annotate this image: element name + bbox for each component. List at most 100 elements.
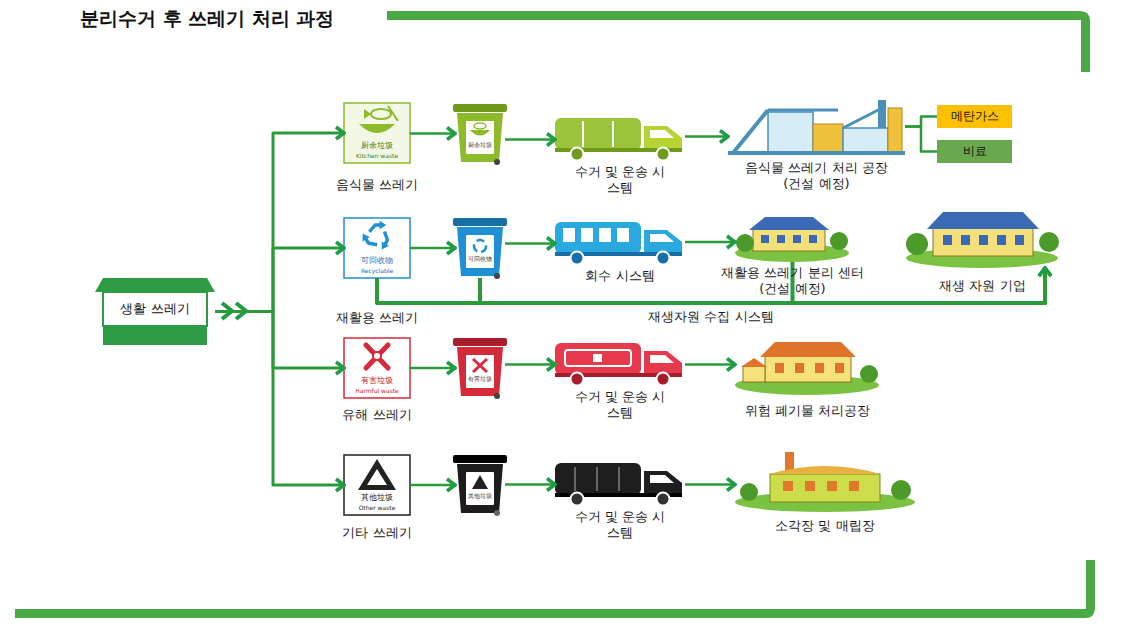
other-sign-icon: [367, 469, 387, 485]
harmful-truck: [644, 351, 682, 375]
recycle-sign-icon: [369, 225, 380, 232]
food-truck: [555, 118, 641, 150]
house-roof: [95, 278, 215, 292]
food-truck: [555, 118, 682, 161]
hazardous-waste-plant: [835, 363, 844, 373]
recycling-enterprise: [979, 235, 988, 245]
recycling-enterprise: [1015, 235, 1024, 245]
sign-subtitle: Kitchen waste: [344, 153, 410, 160]
stage-label: 회수 시스템: [585, 268, 654, 284]
food-bin: [453, 104, 507, 165]
hazardous-waste-plant: [815, 363, 824, 373]
harmful-bin: [453, 338, 507, 346]
harmful-bin: [494, 393, 500, 399]
other-sign-icon: [344, 455, 410, 515]
food-sign-icon: [364, 109, 371, 119]
collection-truck: 수거 및 운송 시스템: [555, 463, 685, 506]
collection-truck: 회수 시스템: [555, 222, 685, 265]
recycle-sign-icon: [380, 221, 387, 230]
waste-bin: 厨余垃圾: [455, 104, 505, 164]
harmful-bin: [473, 359, 487, 372]
harmful-truck: [571, 373, 584, 386]
flow-arrow: [377, 268, 1045, 303]
hazardous-waste-plant: [735, 342, 879, 395]
other-truck: [571, 493, 584, 506]
food-bin: [474, 123, 486, 129]
recycle-sign-icon: [376, 231, 394, 251]
incinerator-landfill: [735, 452, 915, 512]
recycling-center: [809, 235, 817, 243]
recycling-enterprise: [906, 212, 1059, 268]
other-truck: [555, 463, 682, 506]
flow-arrow: [685, 363, 735, 366]
harmful-truck: [565, 350, 631, 366]
other-bin: [494, 510, 500, 516]
recycle-truck: [555, 222, 682, 265]
flow-arrow: [505, 242, 555, 245]
recycling-center: [793, 235, 801, 243]
flow-arrow: [410, 247, 455, 250]
recycle-truck: [617, 228, 629, 242]
incinerator-landfill: [770, 474, 880, 502]
harmful-sign-icon: [344, 338, 410, 398]
food-waste-plant: [768, 112, 813, 153]
hazardous-waste-plant: [860, 365, 878, 383]
recycle-sign-icon: [359, 221, 394, 252]
collection-truck: 수거 및 운송 시스템: [555, 118, 685, 161]
stage-label: 기타 쓰레기: [342, 525, 411, 541]
waste-bin: 可回收物: [455, 218, 505, 278]
recycling-center: [749, 217, 829, 230]
sign-label: 厨余垃圾: [344, 142, 410, 151]
recycle-bin: [457, 227, 503, 276]
stage-label: 음식물 쓰레기 처리 공장 (건설 예정): [737, 160, 897, 191]
harmful-sign-icon: [344, 338, 410, 398]
flow-arrow: [215, 133, 344, 312]
recycling-center: [761, 235, 769, 243]
other-truck: [555, 463, 641, 495]
stage-label: 수거 및 운송 시스템: [574, 509, 666, 540]
line-label: 재생자원 수집 시스템: [645, 309, 776, 325]
recycle-sign-icon: [369, 221, 386, 232]
recycle-sign-icon: [359, 230, 377, 250]
flow-arrow: [410, 484, 455, 487]
hazardous-waste-plant: [760, 342, 856, 357]
recycling-center: [753, 229, 825, 251]
recycle-truck: [644, 230, 682, 254]
frame-bar: [387, 11, 1090, 72]
food-waste-plant: [888, 108, 902, 153]
stage-label: 재활용 쓰레기: [336, 310, 418, 326]
output-box: 메탄가스: [937, 105, 1012, 128]
stage-label: 재활용 쓰레기 분리 센터 (건설 예정): [713, 265, 873, 296]
sign-label: 其他垃圾: [344, 494, 410, 503]
waste-bin: 其他垃圾: [455, 455, 505, 515]
facility: 재활용 쓰레기 분리 센터 (건설 예정): [735, 215, 850, 262]
recycle-truck: [657, 252, 670, 265]
sign-label: 有害垃圾: [344, 377, 410, 386]
flow-arrow: [410, 132, 455, 135]
recycle-sign-icon: [344, 218, 410, 278]
hazardous-waste-plant: [743, 366, 765, 382]
harmful-sign-icon: [366, 345, 388, 368]
flow-arrow: [505, 363, 555, 366]
box-label: 비료: [937, 140, 1012, 163]
harmful-truck: [657, 373, 670, 386]
other-bin: [466, 472, 494, 505]
flow-arrow: [215, 312, 344, 369]
harmful-truck: [555, 343, 641, 375]
food-bin: [494, 159, 500, 165]
facility: 음식물 쓰레기 처리 공장 (건설 예정): [728, 98, 905, 155]
food-waste-plant: [768, 109, 838, 112]
food-bin: [453, 104, 507, 112]
harmful-truck: [593, 354, 602, 362]
harmful-bin: [453, 338, 507, 399]
stage-label: 음식물 쓰레기: [336, 177, 418, 193]
other-truck: [644, 471, 682, 495]
stage-label: 수거 및 운송 시스템: [574, 164, 666, 195]
recycle-truck: [563, 228, 575, 242]
other-bin: [472, 475, 488, 489]
flow-arrow: [685, 241, 735, 244]
food-bin: [470, 130, 490, 136]
other-sign-icon: [358, 459, 396, 490]
food-sign-icon: [344, 103, 410, 163]
food-truck: [650, 130, 674, 138]
